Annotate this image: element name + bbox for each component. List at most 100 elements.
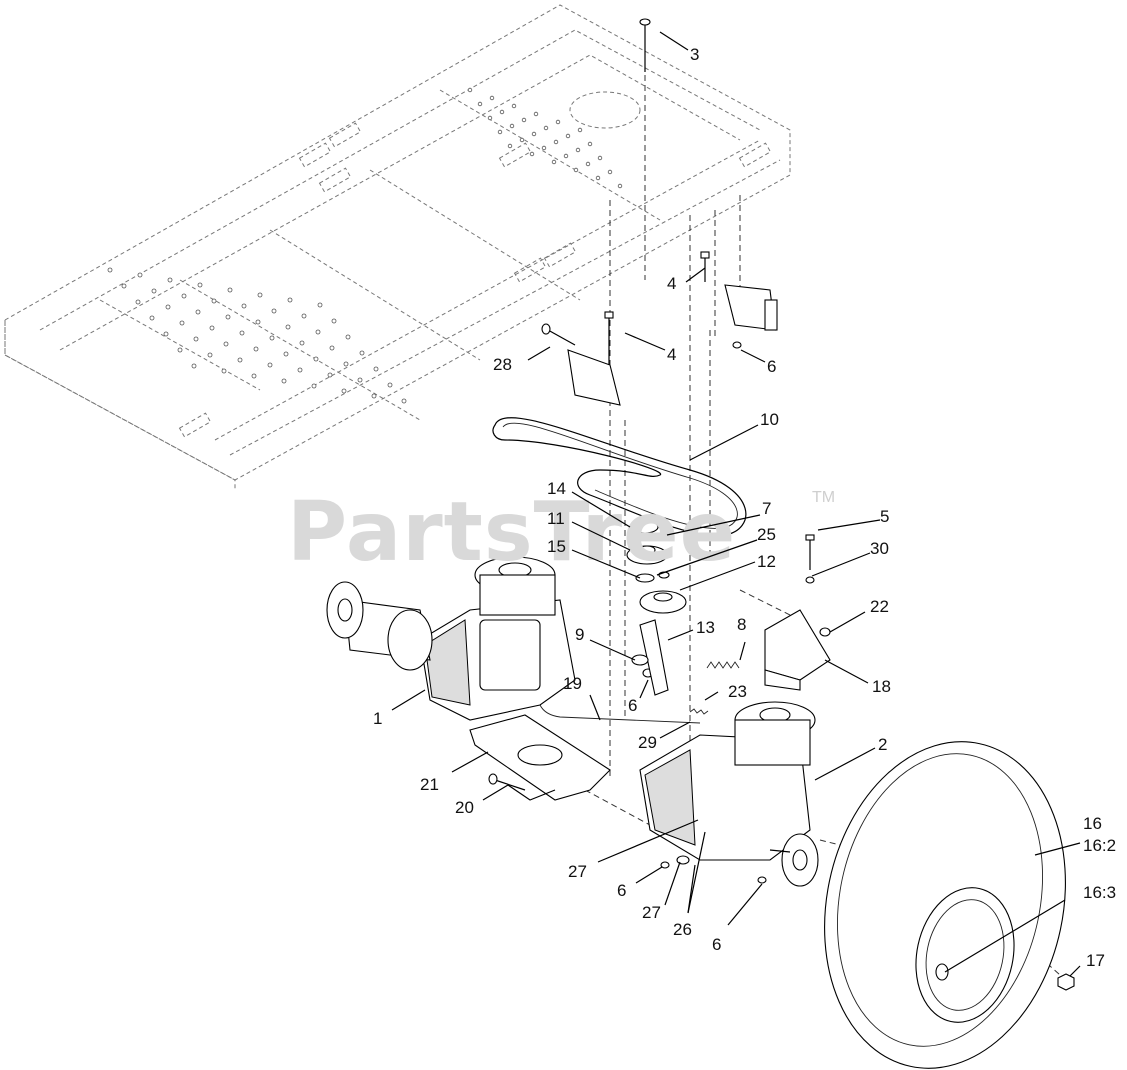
callout-30: 30 bbox=[870, 539, 889, 558]
perforation-dot bbox=[371, 393, 377, 399]
perforation-dot bbox=[533, 111, 539, 117]
callout-2: 2 bbox=[878, 735, 887, 754]
perforation-dot bbox=[617, 183, 623, 189]
brackets bbox=[469, 284, 831, 801]
perforation-dot bbox=[121, 283, 127, 289]
perforation-dot bbox=[499, 109, 505, 115]
perforation-dot bbox=[107, 267, 113, 273]
callout-26: 26 bbox=[673, 920, 692, 939]
leader-lines bbox=[391, 31, 1081, 977]
perforation-dot bbox=[191, 363, 197, 369]
perforation-dot bbox=[487, 115, 493, 121]
idler-pulleys bbox=[626, 520, 687, 666]
perforation-dot bbox=[197, 282, 203, 288]
perforation-dot bbox=[255, 319, 261, 325]
callout-19: 19 bbox=[563, 674, 582, 693]
perforation-dot bbox=[577, 127, 583, 133]
perforation-dot bbox=[177, 347, 183, 353]
perforation-dot bbox=[223, 341, 229, 347]
perforation-dot bbox=[529, 151, 535, 157]
perforation-dot bbox=[299, 340, 305, 346]
callout-8: 8 bbox=[737, 615, 746, 634]
perforation-dot bbox=[373, 366, 379, 372]
drive-belt bbox=[492, 417, 747, 537]
perforation-dot bbox=[163, 331, 169, 337]
perforation-dot bbox=[521, 117, 527, 123]
perforation-dot bbox=[225, 314, 231, 320]
perforation-dot bbox=[607, 169, 613, 175]
frame-perforations bbox=[107, 87, 623, 404]
perforation-dot bbox=[253, 346, 259, 352]
callout-7: 7 bbox=[762, 499, 771, 518]
perforation-dot bbox=[531, 131, 537, 137]
hardware bbox=[488, 18, 1075, 991]
perforation-dot bbox=[311, 383, 317, 389]
perforation-dot bbox=[181, 293, 187, 299]
perforation-dot bbox=[211, 298, 217, 304]
callout-6: 6 bbox=[617, 881, 626, 900]
callout-16: 16 bbox=[1083, 814, 1102, 833]
perforation-dot bbox=[345, 334, 351, 340]
perforation-dot bbox=[573, 167, 579, 173]
perforation-dot bbox=[357, 377, 363, 383]
callout-18: 18 bbox=[872, 677, 891, 696]
perforation-dot bbox=[301, 313, 307, 319]
callout-12: 12 bbox=[757, 552, 776, 571]
perforation-dot bbox=[387, 382, 393, 388]
callout-4: 4 bbox=[667, 274, 676, 293]
perforation-dot bbox=[507, 143, 513, 149]
perforation-dot bbox=[489, 95, 495, 101]
perforation-dot bbox=[331, 318, 337, 324]
perforation-dot bbox=[341, 388, 347, 394]
perforation-dot bbox=[343, 361, 349, 367]
callout-13: 13 bbox=[696, 618, 715, 637]
callout-9: 9 bbox=[575, 625, 584, 644]
callout-29: 29 bbox=[638, 733, 657, 752]
perforation-dot bbox=[497, 129, 503, 135]
perforation-dot bbox=[511, 103, 517, 109]
callout-3: 3 bbox=[690, 45, 699, 64]
perforation-dot bbox=[269, 335, 275, 341]
perforation-dot bbox=[519, 137, 525, 143]
perforation-dot bbox=[283, 351, 289, 357]
perforation-dot bbox=[285, 324, 291, 330]
perforation-dot bbox=[195, 309, 201, 315]
callout-17: 17 bbox=[1086, 951, 1105, 970]
perforation-dot bbox=[193, 336, 199, 342]
callout-4: 4 bbox=[667, 345, 676, 364]
callout-22: 22 bbox=[870, 597, 889, 616]
callout-21: 21 bbox=[420, 775, 439, 794]
perforation-dot bbox=[297, 367, 303, 373]
perforation-dot bbox=[151, 288, 157, 294]
callout-28: 28 bbox=[493, 355, 512, 374]
perforation-dot bbox=[251, 373, 257, 379]
perforation-dot bbox=[165, 304, 171, 310]
transaxle-left bbox=[326, 556, 576, 721]
perforation-dot bbox=[585, 161, 591, 167]
perforation-dot bbox=[313, 356, 319, 362]
watermark: PartsTree TM bbox=[287, 485, 835, 580]
perforation-dot bbox=[267, 362, 273, 368]
perforation-dot bbox=[359, 350, 365, 356]
perforation-dot bbox=[179, 320, 185, 326]
perforation-dot bbox=[575, 147, 581, 153]
callout-1: 1 bbox=[373, 709, 382, 728]
perforation-dot bbox=[565, 133, 571, 139]
callout-16-3: 16:3 bbox=[1083, 883, 1116, 902]
perforation-dot bbox=[509, 123, 515, 129]
perforation-dot bbox=[167, 277, 173, 283]
callout-27: 27 bbox=[568, 862, 587, 881]
perforation-dot bbox=[237, 357, 243, 363]
callout-14: 14 bbox=[547, 479, 566, 498]
callout-25: 25 bbox=[757, 525, 776, 544]
perforation-dot bbox=[209, 325, 215, 331]
perforation-dot bbox=[553, 139, 559, 145]
perforation-dot bbox=[239, 330, 245, 336]
perforation-dot bbox=[467, 87, 473, 93]
perforation-dot bbox=[137, 272, 143, 278]
callout-10: 10 bbox=[760, 410, 779, 429]
perforation-dot bbox=[563, 153, 569, 159]
perforation-dot bbox=[241, 303, 247, 309]
rear-wheel bbox=[824, 741, 1066, 1069]
